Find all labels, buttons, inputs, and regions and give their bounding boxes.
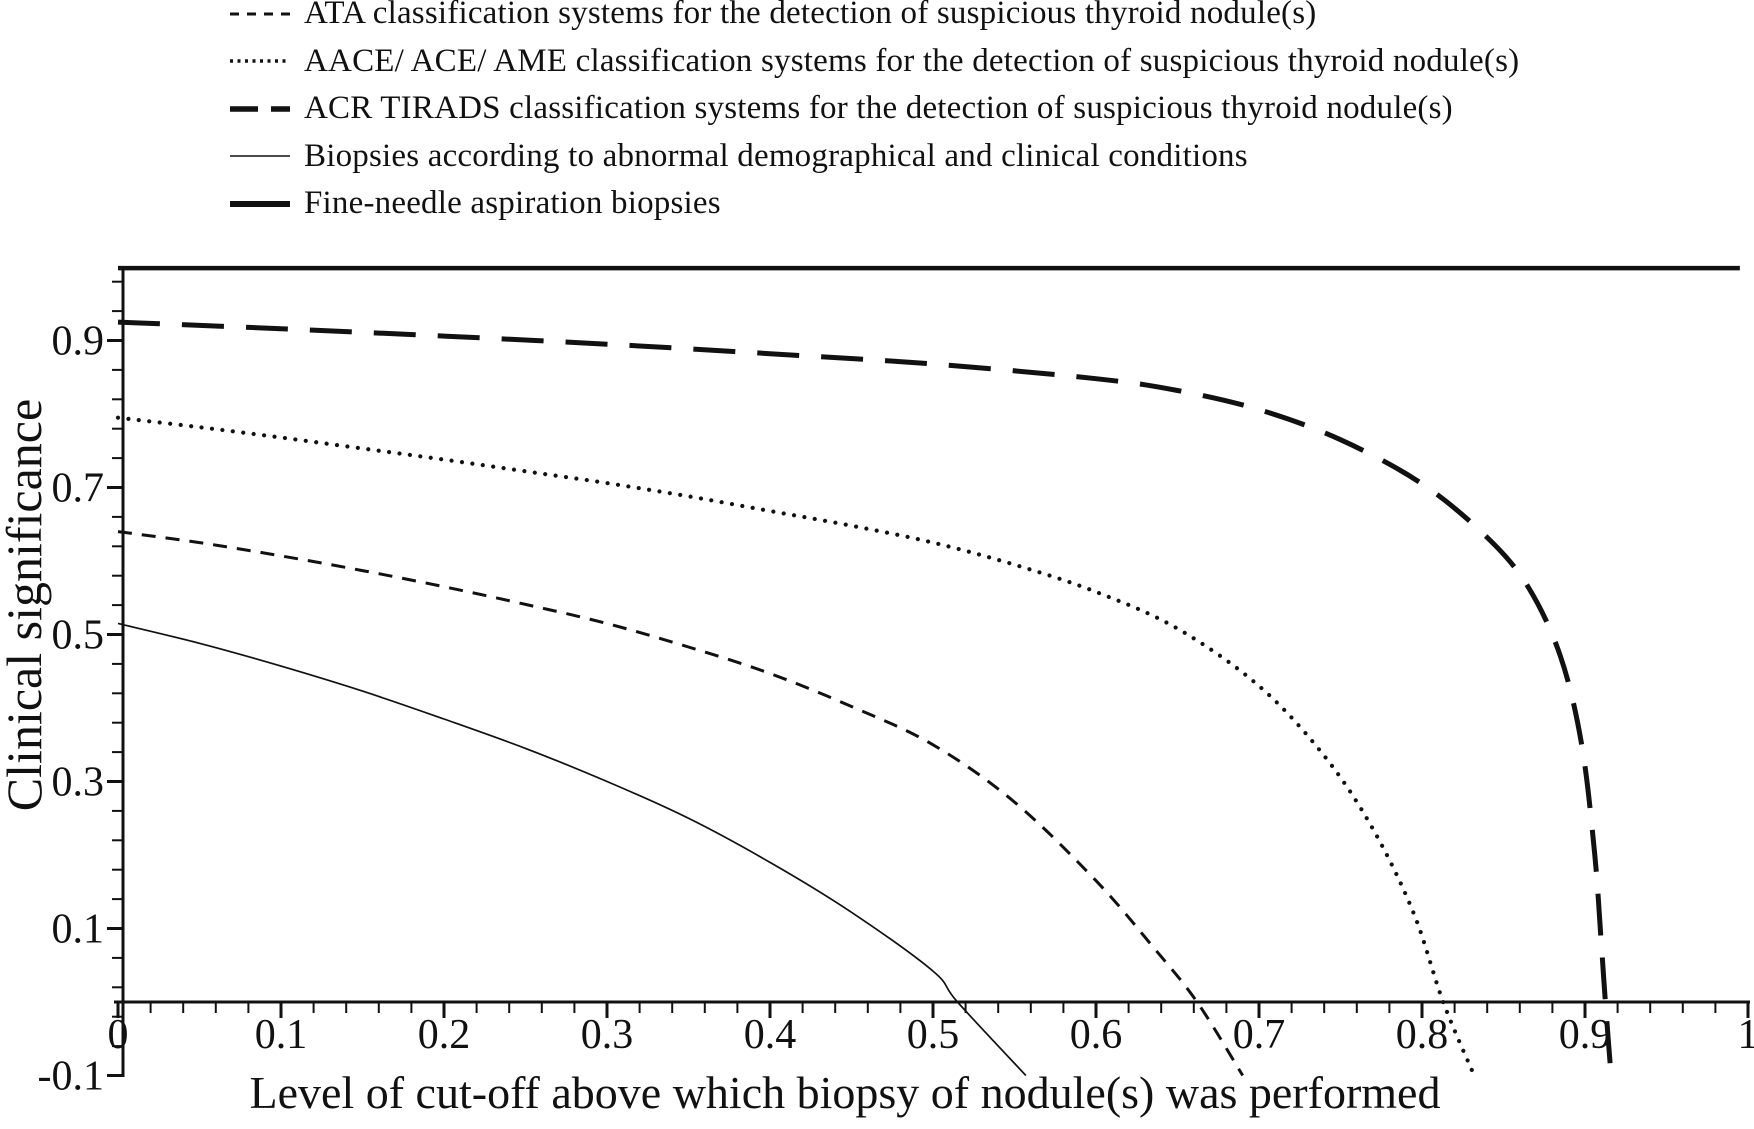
series-line-demographic-biopsies <box>117 622 1027 1077</box>
legend-item-aace: AACE/ ACE/ AME classification systems fo… <box>228 38 1519 86</box>
legend: ATA classification systems for the detec… <box>228 0 1519 228</box>
legend-item-ata: ATA classification systems for the detec… <box>228 0 1519 38</box>
legend-line-sample-aace-icon <box>230 59 290 63</box>
x-tick-label: 0.3 <box>581 1012 634 1058</box>
x-tick-label: 0 <box>108 1012 129 1058</box>
legend-label: Biopsies according to abnormal demograph… <box>304 137 1248 174</box>
x-axis-title: Level of cut-off above which biopsy of n… <box>249 1067 1441 1118</box>
x-tick-label: 0.8 <box>1396 1012 1449 1058</box>
x-tick-label: 0.5 <box>907 1012 960 1058</box>
y-tick-label: 0.9 <box>52 319 105 365</box>
y-tick-label: 0.7 <box>52 466 105 512</box>
legend-label: ACR TIRADS classification systems for th… <box>304 90 1453 127</box>
x-tick-label: 0.2 <box>418 1012 471 1058</box>
x-tick-label: 0.6 <box>1070 1012 1123 1058</box>
legend-line-sample-acr-icon <box>230 106 290 112</box>
y-tick-label: -0.1 <box>38 1054 105 1100</box>
series-line-acr-tirads <box>117 319 1614 1076</box>
x-tick-label: 0.4 <box>744 1012 797 1058</box>
legend-line-sample-demographic-icon <box>230 155 290 158</box>
legend-label: Fine-needle aspiration biopsies <box>304 185 721 222</box>
series-line-ata <box>117 530 1244 1077</box>
x-tick-label: 0.7 <box>1233 1012 1286 1058</box>
legend-line-sample-fna-icon <box>230 200 290 207</box>
x-tick-label: 1 <box>1738 1012 1754 1058</box>
legend-item-demographic-biopsies: Biopsies according to abnormal demograph… <box>228 133 1519 181</box>
x-tick-label: 0.9 <box>1559 1012 1612 1058</box>
y-axis-title: Clinical significance <box>0 398 52 812</box>
legend-label: ATA classification systems for the detec… <box>304 0 1317 32</box>
legend-item-acr-tirads: ACR TIRADS classification systems for th… <box>228 85 1519 133</box>
legend-label: AACE/ ACE/ AME classification systems fo… <box>304 42 1520 79</box>
y-tick-label: 0.3 <box>52 760 105 806</box>
y-tick-label: 0.1 <box>52 907 105 953</box>
y-tick-label: 0.5 <box>52 613 105 659</box>
legend-item-fna: Fine-needle aspiration biopsies <box>228 180 1519 228</box>
x-tick-label: 0.1 <box>255 1012 308 1058</box>
series-line-aace <box>115 415 1477 1078</box>
